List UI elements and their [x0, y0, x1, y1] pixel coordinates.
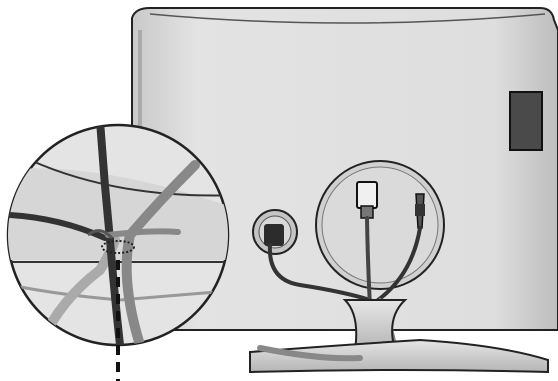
vga-connector: [356, 181, 378, 219]
vent-panel: [509, 91, 543, 151]
power-socket: [252, 209, 298, 255]
tv-stand: [249, 299, 549, 374]
connector-recess: [315, 160, 445, 290]
zoom-detail-circle: [6, 123, 230, 381]
